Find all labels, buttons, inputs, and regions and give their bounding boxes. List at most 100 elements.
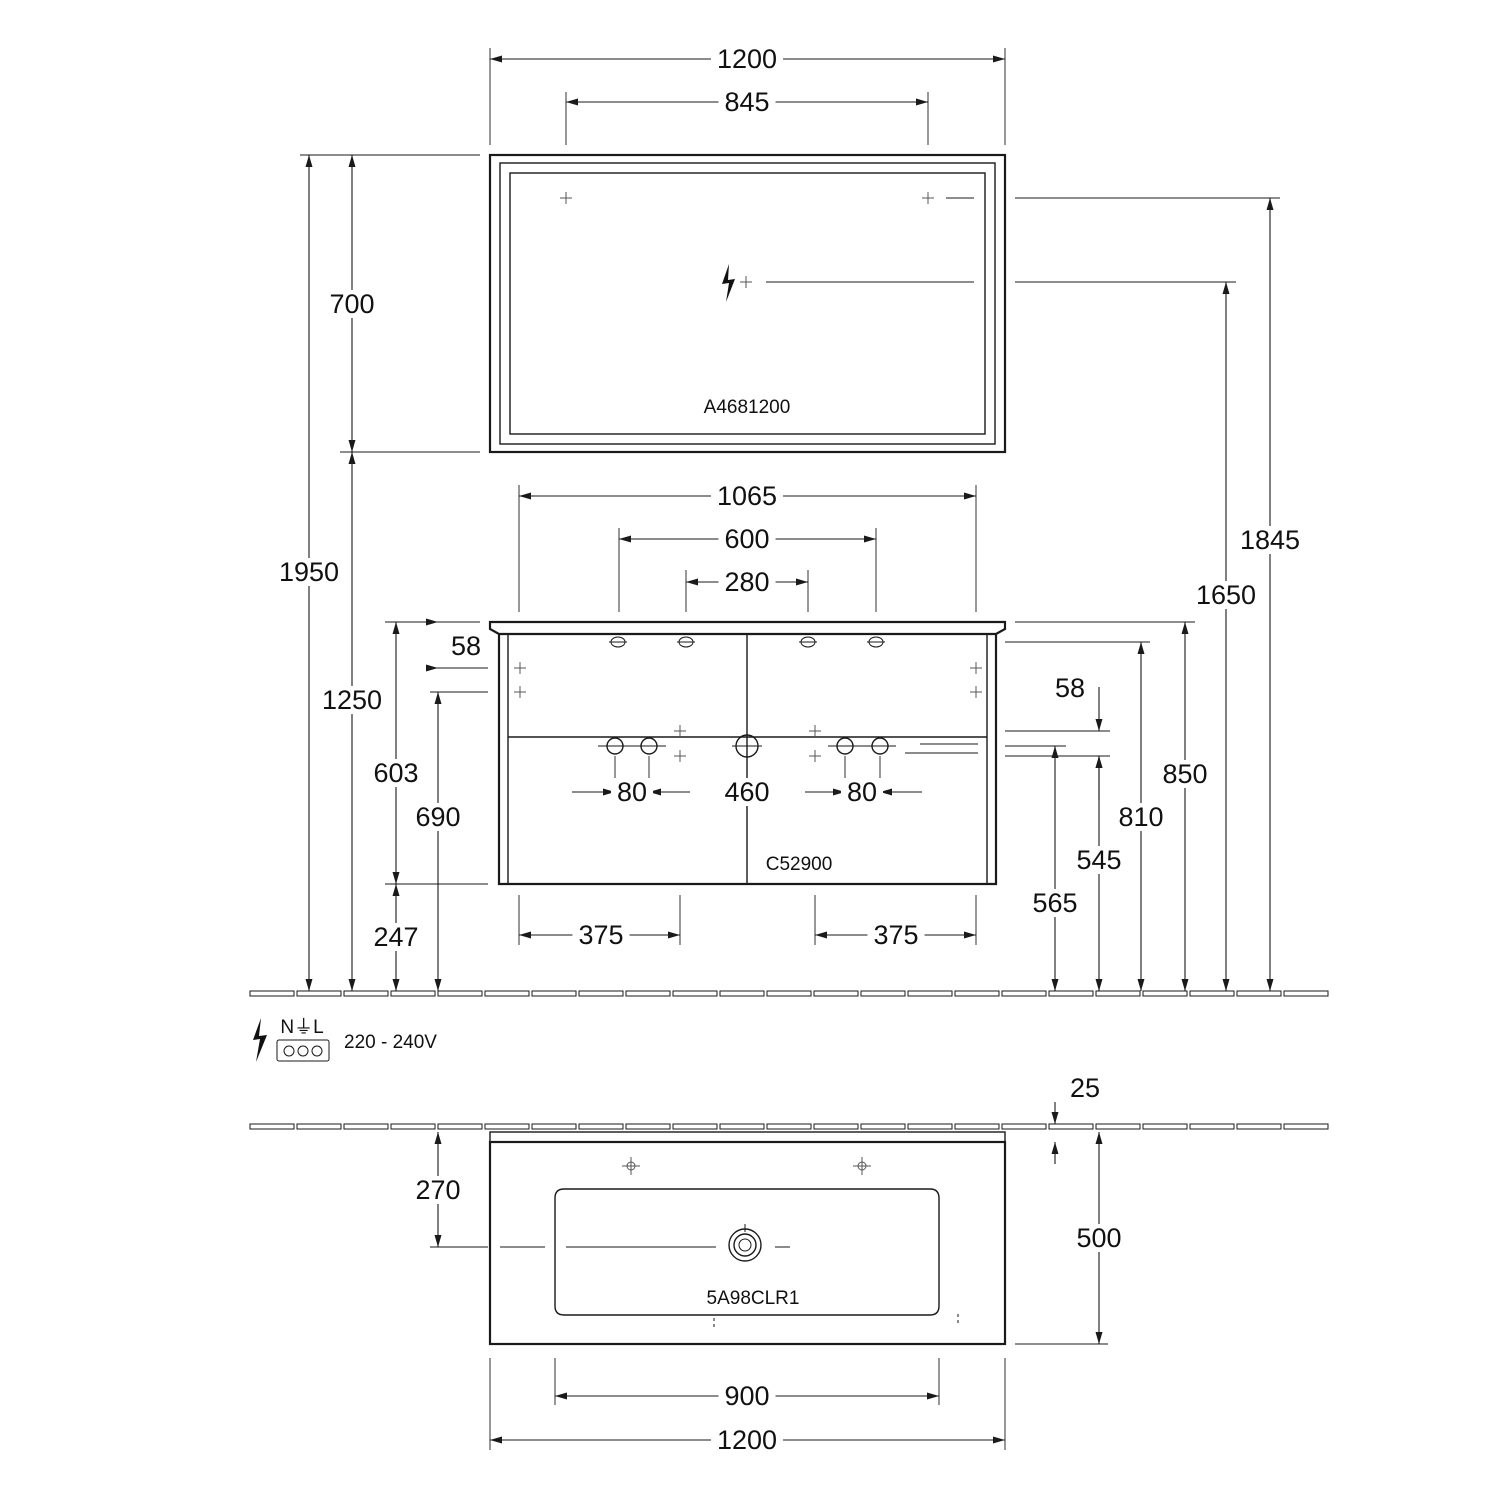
line-segment	[296, 990, 342, 997]
line-segment	[813, 990, 859, 997]
line-segment	[625, 1123, 671, 1130]
dimension-label-bg	[718, 778, 776, 806]
line-segment	[1189, 1123, 1235, 1130]
line-segment	[437, 1123, 483, 1130]
line-segment	[578, 990, 624, 997]
line-segment	[531, 1123, 577, 1130]
dimension-label-bg	[718, 568, 776, 596]
dimension-drawer-rail-left: 375	[578, 920, 623, 950]
line-segment	[907, 1123, 953, 1130]
tap-hole-markers	[609, 636, 885, 648]
line-segment	[954, 1123, 1000, 1130]
line-segment	[1142, 1123, 1188, 1130]
dimension-label-bg	[1070, 1224, 1128, 1252]
dimension-label-bg	[710, 482, 784, 510]
line-segment	[719, 1123, 765, 1130]
line-segment	[343, 990, 389, 997]
dimension-mirror-top-height: 1950	[279, 557, 339, 587]
line-segment	[343, 1123, 389, 1130]
vanity-unit-front-view: C52900	[488, 620, 1007, 886]
line-segment	[860, 990, 906, 997]
line-segment	[1095, 990, 1141, 997]
line-segment	[1048, 990, 1094, 997]
dimension-label-bg	[1189, 581, 1263, 609]
mirror-socket-point	[740, 276, 752, 288]
dimension-label-bg	[409, 803, 467, 831]
line-segment	[766, 1123, 812, 1130]
dimension-label-bg	[1026, 889, 1084, 917]
washbasin-top-view: 5A98CLR1	[488, 1131, 1007, 1346]
dimension-unit-width: 1065	[717, 481, 777, 511]
dimension-tap-spacing-inner: 280	[724, 567, 769, 597]
line-segment	[954, 990, 1000, 997]
line-segment	[1189, 990, 1235, 997]
line-segment	[672, 1123, 718, 1130]
line-segment	[390, 990, 436, 997]
wall-line	[249, 1123, 1329, 1130]
line-segment	[719, 990, 765, 997]
line-segment	[249, 990, 295, 997]
dimension-mirror-socket-height: 1650	[1196, 580, 1256, 610]
dimension-lines: 1200845700195012501845165010656002806036…	[272, 44, 1307, 1455]
dimension-pipe-spacing-right: 80	[847, 777, 877, 807]
line-segment	[578, 1123, 624, 1130]
dimension-label-bg	[1112, 803, 1170, 831]
washbasin-product-code: 5A98CLR1	[707, 1288, 800, 1309]
vanity-unit-product-code: C52900	[766, 854, 833, 875]
dimension-waste-depth: 270	[415, 1175, 460, 1205]
dimension-label-bg	[1156, 760, 1214, 788]
dimension-basin-depth: 500	[1076, 1223, 1121, 1253]
dimension-mirror-bottom-height: 1250	[322, 685, 382, 715]
voltage-label: 220 - 240V	[344, 1032, 437, 1053]
line-segment	[1283, 990, 1329, 997]
dimension-label-bg	[718, 88, 776, 116]
line-segment	[1001, 1123, 1047, 1130]
dimension-label-bg	[1048, 674, 1092, 702]
dimension-label-bg	[840, 778, 884, 806]
dimension-label-bg	[444, 632, 488, 660]
basin-extension-lines	[430, 1246, 1108, 1450]
line-segment	[625, 990, 671, 997]
line-segment	[766, 990, 812, 997]
dimension-label-bg	[1233, 526, 1307, 554]
mirror-front-view: A4681200	[488, 153, 1007, 454]
line-segment	[907, 990, 953, 997]
line-segment	[1283, 1123, 1329, 1130]
line-segment	[296, 1123, 342, 1130]
line-segment	[1001, 990, 1047, 997]
dimension-basin-top-height: 850	[1162, 759, 1207, 789]
dimension-label-bg	[367, 923, 425, 951]
line-segment	[1142, 990, 1188, 997]
unit-fixing-points	[514, 662, 982, 762]
line-segment	[484, 1123, 530, 1130]
line-segment	[1048, 1123, 1094, 1130]
pipe-connection-holes	[598, 734, 896, 758]
dimension-pipe-spacing-center: 460	[724, 777, 769, 807]
dimension-bowl-width: 900	[724, 1381, 769, 1411]
lightning-bolt-icon	[253, 1018, 267, 1062]
line-segment	[531, 990, 577, 997]
dimension-waste-height: 545	[1076, 845, 1121, 875]
dimension-label-bg	[610, 778, 654, 806]
dimension-label-bg	[409, 1176, 467, 1204]
line-segment	[437, 990, 483, 997]
dimension-drawer-rail-right: 375	[873, 920, 918, 950]
drain-icon	[728, 1228, 762, 1262]
lightning-bolt-icon	[722, 264, 735, 302]
mirror-fixing-point-right	[922, 192, 934, 204]
dimension-top-offset-left: 58	[451, 631, 481, 661]
dimension-basin-width: 1200	[717, 1425, 777, 1455]
dimension-mirror-height: 700	[329, 289, 374, 319]
dimension-mirror-fixing-height: 1845	[1240, 525, 1300, 555]
line-segment	[390, 1123, 436, 1130]
terminal-block	[276, 1039, 330, 1062]
dimension-label-bg	[572, 921, 630, 949]
electrical-connection: N⏚L 220 - 240V	[253, 1017, 437, 1062]
dimension-label-bg	[718, 1382, 776, 1410]
dimension-pipe-height: 565	[1032, 888, 1077, 918]
line-segment	[813, 1123, 859, 1130]
line-segment	[484, 990, 530, 997]
dimension-pipe-spacing-left: 80	[617, 777, 647, 807]
dimension-label-bg	[718, 525, 776, 553]
